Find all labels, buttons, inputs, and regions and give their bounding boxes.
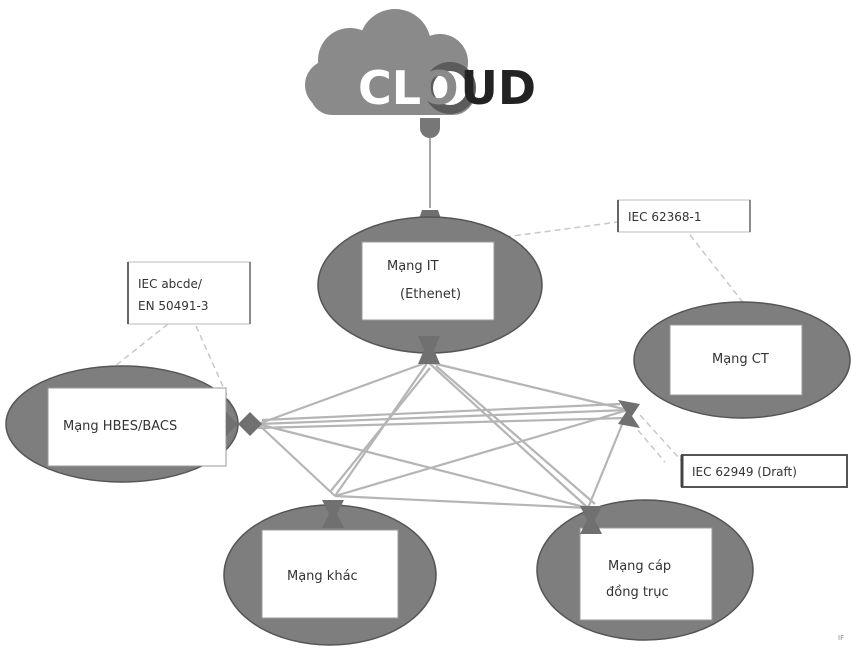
node-mang-it-line2: (Ethenet) <box>400 287 461 302</box>
node-mang-it-line1: Mạng IT <box>387 259 439 274</box>
cloud-logo: CLOUD <box>305 9 536 138</box>
node-mang-cap-line1: Mạng cáp <box>608 559 671 574</box>
node-mang-hbes-line1: Mạng HBES/BACS <box>63 419 177 434</box>
cloud-title: CLOUD <box>358 61 536 115</box>
cloud-icon <box>305 9 475 115</box>
ct-connector-icon <box>618 400 640 428</box>
callout-iec-62949-text: IEC 62949 (Draft) <box>692 465 797 479</box>
cap-connector-icon <box>580 506 602 534</box>
callout-iec-abcde-line2: EN 50491-3 <box>138 299 209 313</box>
khac-connector-icon <box>322 500 344 528</box>
callout-iec-62368: IEC 62368-1 <box>617 199 751 233</box>
it-bottom-connector-icon <box>418 336 440 364</box>
cloud-letter-o: O <box>419 61 458 115</box>
node-mang-it: Mạng IT (Ethenet) <box>317 216 543 364</box>
cloud-letter-u: U <box>461 61 498 115</box>
callout-iec-62368-text: IEC 62368-1 <box>628 210 701 224</box>
cloud-connector-icon <box>420 118 440 138</box>
node-mang-ct: Mạng CT <box>618 301 851 428</box>
node-mang-khac-line1: Mạng khác <box>287 569 358 584</box>
callout-iec-62949: IEC 62949 (Draft) <box>680 454 848 488</box>
node-mang-cap-line2: đồng trục <box>606 585 669 600</box>
node-mang-ct-line1: Mạng CT <box>712 352 769 367</box>
callout-iec-abcde-line1: IEC abcde/ <box>138 277 203 291</box>
cloud-letter-c: C <box>358 61 392 115</box>
mesh-links <box>257 349 630 510</box>
node-mang-khac: Mạng khác <box>223 500 437 646</box>
hbes-connector-icon <box>226 412 262 436</box>
corner-footnote: IF <box>838 634 844 642</box>
node-mang-cap: Mạng cáp đồng trục <box>536 499 754 641</box>
cloud-letter-d: D <box>498 61 536 115</box>
cloud-letter-l: L <box>392 61 421 115</box>
node-mang-hbes: Mạng HBES/BACS <box>5 365 262 483</box>
callout-iec-abcde: IEC abcde/ EN 50491-3 <box>127 261 251 325</box>
